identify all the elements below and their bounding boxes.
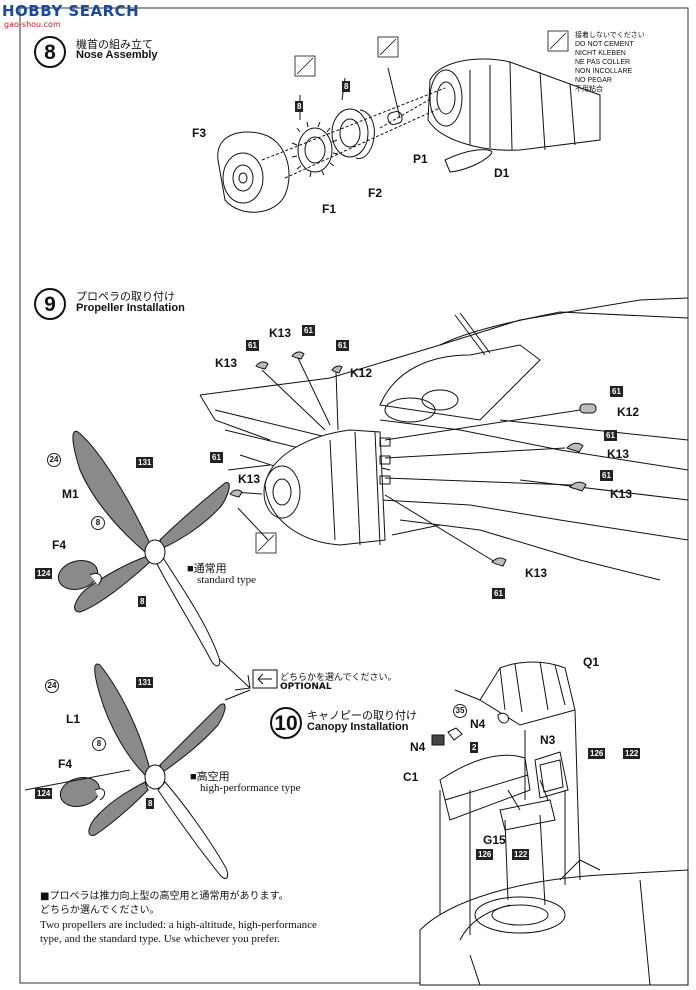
paint-126-a: 126 — [588, 748, 606, 759]
part-label-k13-e: K13 — [525, 566, 548, 580]
no-cement-es: NO PEGAR — [575, 77, 612, 84]
footer-note-jp-1: ■プロペラは推力向上型の高空用と通常用があります。 — [40, 891, 289, 902]
part-label-k13-d: K13 — [610, 487, 633, 501]
part-label-n4-a: N4 — [470, 717, 486, 731]
paint-61-c: 61 — [336, 340, 349, 351]
paint-126-b: 126 — [476, 849, 494, 860]
paint-122-b: 122 — [512, 849, 530, 860]
part-label-f1: F1 — [322, 202, 337, 216]
footer-note-en-2: type, and the standard type. Use whichev… — [40, 933, 280, 945]
no-cement-it: NON INCOLLARE — [575, 68, 633, 75]
paint-35: 35 — [453, 704, 467, 718]
part-label-f2: F2 — [368, 186, 383, 200]
part-label-c1: C1 — [403, 770, 419, 784]
paint-131-b: 131 — [136, 677, 154, 688]
part-label-k13-b: K13 — [215, 356, 238, 370]
optional-jp: どちらかを選んでください。 — [280, 673, 397, 683]
step-8-title-en: Nose Assembly — [76, 49, 158, 61]
paint-124-a: 124 — [35, 568, 53, 579]
paint-122-a: 122 — [623, 748, 641, 759]
paint-61-a: 61 — [302, 325, 315, 336]
watermark: HOBBY SEARCH — [2, 2, 139, 20]
watermark-subtext: gao-shou.com — [4, 20, 61, 29]
no-cement-fr: NE PAS COLLER — [575, 59, 631, 66]
paint-24-a: 24 — [47, 453, 61, 467]
footer-note-en-1: Two propellers are included: a high-alti… — [40, 919, 317, 931]
paint-61-h: 61 — [210, 452, 223, 463]
optional-en: OPTIONAL — [280, 682, 332, 692]
paint-2: 2 — [470, 742, 479, 753]
part-label-f4-b: F4 — [58, 757, 73, 771]
paint-8-prop-a: 8 — [138, 596, 147, 607]
part-label-n3: N3 — [540, 733, 556, 747]
paint-8-prop-b: 8 — [146, 798, 155, 809]
paint-61-b: 61 — [246, 340, 259, 351]
step-10-number: 10 — [270, 707, 302, 739]
footer-note: ■プロペラは推力向上型の高空用と通常用があります。 どちらか選んでください。 T… — [40, 890, 380, 946]
part-label-k13-c: K13 — [607, 447, 630, 461]
no-cement-note: 接着しないでください DO NOT CEMENT NICHT KLEBEN NE… — [575, 31, 645, 94]
step-8-title-jp: 機首の組み立て — [76, 38, 153, 51]
paint-61-g: 61 — [492, 588, 505, 599]
high-type-jp: ■高空用 — [190, 771, 230, 783]
part-label-f4-a: F4 — [52, 538, 67, 552]
paint-8-circle-a: 8 — [91, 516, 105, 530]
standard-type-en: standard type — [197, 574, 256, 586]
part-label-k12-b: K12 — [617, 405, 640, 419]
no-cement-de: NICHT KLEBEN — [575, 50, 626, 57]
paint-124-b: 124 — [35, 788, 53, 799]
no-cement-en: DO NOT CEMENT — [575, 41, 634, 48]
paint-61-d: 61 — [610, 386, 623, 397]
part-label-n4-b: N4 — [410, 740, 426, 754]
part-label-l1: L1 — [66, 712, 81, 726]
step-8-number: 8 — [34, 36, 66, 68]
no-cement-cn: 不用粘合 — [575, 86, 603, 93]
footer-note-jp-2: どちらか選んでください。 — [40, 905, 160, 916]
part-label-m1: M1 — [62, 487, 79, 501]
part-label-g15: G15 — [483, 833, 506, 847]
part-label-k13-f: K13 — [238, 472, 261, 486]
nose-assembly-drawing — [217, 30, 601, 554]
part-label-k12-a: K12 — [350, 366, 373, 380]
paint-8-circle-b: 8 — [92, 737, 106, 751]
paint-131-a: 131 — [136, 457, 154, 468]
step-9-title-jp: プロペラの取り付け — [76, 290, 175, 303]
no-cement-jp: 接着しないでください — [575, 32, 645, 39]
step-9-number: 9 — [34, 288, 66, 320]
part-label-d1: D1 — [494, 166, 510, 180]
paint-61-f: 61 — [600, 470, 613, 481]
part-label-k13-a: K13 — [269, 326, 292, 340]
standard-type-jp: ■通常用 — [187, 563, 227, 575]
paint-8-f2: 8 — [342, 81, 351, 92]
part-label-f3: F3 — [192, 126, 207, 140]
paint-61-e: 61 — [604, 430, 617, 441]
part-label-p1: P1 — [413, 152, 428, 166]
propeller-installation-drawing — [24, 297, 689, 879]
step-10-title-jp: キャノピーの取り付け — [307, 709, 417, 722]
canopy-installation-drawing — [419, 661, 689, 986]
paint-8-f1: 8 — [295, 101, 304, 112]
watermark-text: HOBBY SEARCH — [2, 2, 140, 20]
step-9-title-en: Propeller Installation — [76, 302, 185, 314]
paint-24-b: 24 — [45, 679, 59, 693]
part-label-q1: Q1 — [583, 655, 600, 669]
step-10-title-en: Canopy Installation — [307, 721, 409, 733]
high-type-en: high-performance type — [200, 782, 301, 794]
